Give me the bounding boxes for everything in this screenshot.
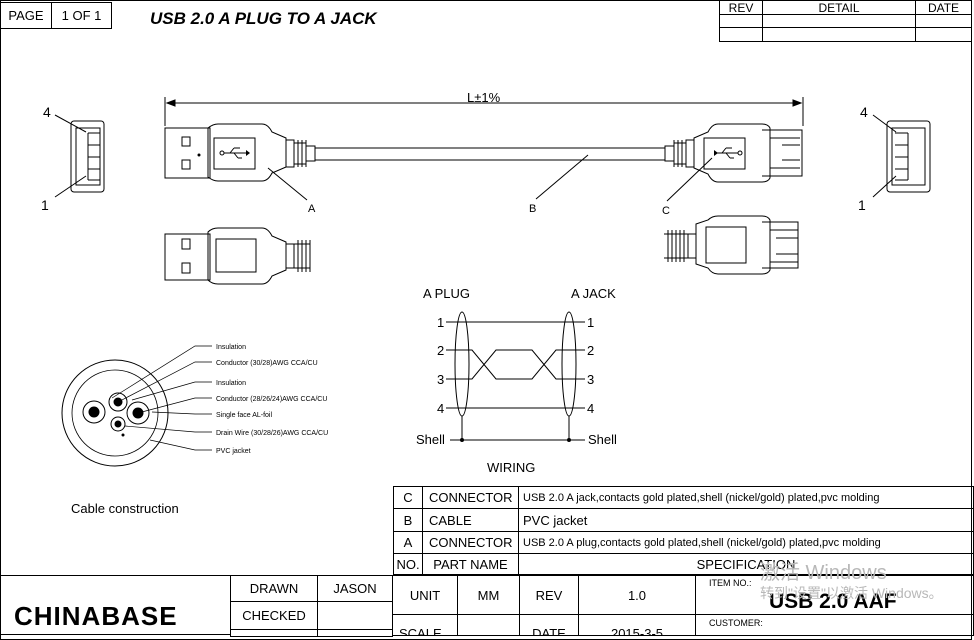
left-pin-4: 4: [43, 104, 51, 120]
cable-label-4: Conductor (28/26/24)AWG CCA/CU: [216, 396, 327, 403]
jack-pin-2: 2: [587, 343, 594, 358]
unit-value: MM: [457, 575, 520, 615]
plug-pin-4: 4: [437, 401, 444, 416]
scale-label: SCALE: [399, 626, 442, 636]
page-title: USB 2.0 A PLUG TO A JACK: [150, 9, 377, 28]
part-name-b: CABLE: [422, 508, 519, 532]
unit-label: UNIT: [392, 575, 458, 615]
parts-header-spec: SPECIFICATION: [518, 553, 974, 575]
wiring-jack-title: A JACK: [571, 286, 616, 301]
wiring-caption: WIRING: [487, 460, 535, 475]
date-value-cell: 2015-3-5: [578, 614, 696, 636]
right-pin-1: 1: [858, 197, 866, 213]
callout-b: B: [529, 203, 536, 215]
plug-pin-2: 2: [437, 343, 444, 358]
callout-c: C: [662, 205, 670, 217]
checked-label: CHECKED: [230, 601, 318, 630]
page-value: 1 OF 1: [51, 2, 112, 29]
jack-pin-1: 1: [587, 315, 594, 330]
cable-caption: Cable construction: [71, 501, 179, 516]
cable-label-7: PVC jacket: [216, 448, 251, 455]
part-no-b: B: [393, 508, 423, 532]
jack-pin-3: 3: [587, 372, 594, 387]
checked-value: [317, 601, 393, 630]
activation-watermark-title: 激活 Windows: [760, 562, 887, 584]
drawn-label: DRAWN: [230, 575, 318, 602]
parts-header-name: PART NAME: [422, 553, 519, 575]
plug-pin-1: 1: [437, 315, 444, 330]
cable-label-1: Insulation: [216, 344, 246, 351]
approved-value: [317, 629, 393, 637]
rev-label: REV: [519, 575, 579, 615]
date-value: 2015-3-5: [610, 626, 664, 636]
wiring-plug-title: A PLUG: [423, 286, 470, 301]
left-pin-1: 1: [41, 197, 49, 213]
drawn-value: JASON: [317, 575, 393, 602]
item-no-value: USB 2.0 AAF: [769, 590, 897, 613]
scale-value: [457, 614, 520, 636]
plug-shell: Shell: [416, 432, 445, 447]
plug-pin-3: 3: [437, 372, 444, 387]
date-label: DATE: [532, 626, 566, 636]
jack-shell: Shell: [588, 432, 617, 447]
date-cell-2: [915, 27, 972, 42]
approved-label: [230, 629, 318, 637]
part-spec-b: PVC jacket: [518, 508, 974, 532]
company-logo: CHINABASE: [14, 601, 178, 631]
part-name-c: CONNECTOR: [422, 486, 519, 509]
part-spec-c: USB 2.0 A jack,contacts gold plated,shel…: [518, 486, 974, 509]
callout-a: A: [308, 203, 316, 215]
part-spec-a: USB 2.0 A plug,contacts gold plated,shel…: [518, 531, 974, 554]
length-label: L±1%: [467, 90, 501, 105]
item-no-label: ITEM NO.:: [709, 578, 752, 588]
part-no-a: A: [393, 531, 423, 554]
cable-label-3: Insulation: [216, 380, 246, 387]
right-pin-4: 4: [860, 104, 868, 120]
cable-label-5: Single face AL-foil: [216, 412, 272, 419]
date-label-cell: DATE: [519, 614, 579, 636]
activation-watermark-subtitle: 转到"设置"以激活 Windows。: [760, 585, 943, 601]
part-no-c: C: [393, 486, 423, 509]
jack-pin-4: 4: [587, 401, 594, 416]
parts-header-no: NO.: [393, 553, 423, 575]
part-name-a: CONNECTOR: [422, 531, 519, 554]
rev-value: 1.0: [578, 575, 696, 615]
cable-label-6: Drain Wire (30/28/26)AWG CCA/CU: [216, 430, 328, 437]
scale-label-cell: SCALE: [392, 614, 458, 636]
cable-label-2: Conductor (30/28)AWG CCA/CU: [216, 360, 318, 367]
customer-label: CUSTOMER:: [709, 618, 763, 628]
